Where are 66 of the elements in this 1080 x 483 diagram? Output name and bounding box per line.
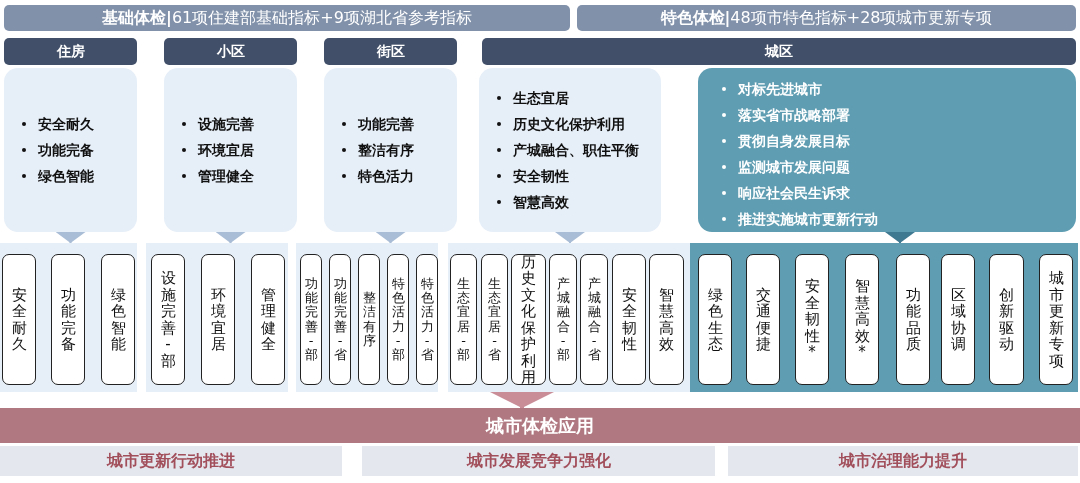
indicator-box: 功能完善-部 <box>300 254 322 385</box>
outcome-band: 城市治理能力提升 <box>728 446 1078 476</box>
indicator-panel <box>0 243 137 392</box>
bullet-item: 落实省市战略部署 <box>720 102 1076 128</box>
bullet-item: 整洁有序 <box>340 137 457 163</box>
outcome-band: 城市更新行动推进 <box>0 446 342 476</box>
indicator-panel <box>146 243 288 392</box>
bullet-card <box>479 68 661 232</box>
bullet-item: 特色活力 <box>340 163 457 189</box>
indicator-box: 区域协调 <box>941 254 975 385</box>
header-bar: 基础体检|61项住建部基础指标+9项湖北省参考指标 <box>4 5 570 31</box>
indicator-box: 安全韧性 <box>612 254 646 385</box>
indicator-box: 功能完备 <box>51 254 85 385</box>
category-header: 小区 <box>164 38 297 65</box>
bullet-item: 安全韧性 <box>495 163 661 189</box>
bullet-item: 功能完备 <box>20 137 137 163</box>
indicator-box: 智慧高效 <box>649 254 684 385</box>
bullet-item: 环境宜居 <box>180 137 297 163</box>
indicator-box: 安全韧性* <box>795 254 829 385</box>
application-bar: 城市体检应用 <box>0 408 1080 443</box>
bullet-item: 管理健全 <box>180 163 297 189</box>
indicator-box: 智慧高效* <box>845 254 879 385</box>
indicator-box: 管理健全 <box>251 254 285 385</box>
category-header: 街区 <box>324 38 457 65</box>
bullet-item: 生态宜居 <box>495 85 661 111</box>
bullet-item: 产城融合、职住平衡 <box>495 137 661 163</box>
indicator-panel <box>296 243 438 392</box>
bullet-item: 智慧高效 <box>495 189 661 215</box>
bullet-item: 贯彻自身发展目标 <box>720 128 1076 154</box>
indicator-box: 产城融合-省 <box>580 254 608 385</box>
bullet-item: 设施完善 <box>180 111 297 137</box>
indicator-panel <box>690 243 1078 392</box>
indicator-box: 生态宜居-部 <box>450 254 477 385</box>
bullet-card <box>698 68 1076 232</box>
bullet-card <box>164 68 297 232</box>
indicator-box: 特色活力-省 <box>416 254 438 385</box>
header-bar: 特色体检|48项市特色指标+28项城市更新专项 <box>577 5 1076 31</box>
indicator-box: 历史文化保护利用 <box>511 254 546 385</box>
indicator-box: 创新驱动 <box>989 254 1024 385</box>
indicator-box: 环境宜居 <box>201 254 235 385</box>
bullet-item: 安全耐久 <box>20 111 137 137</box>
bullet-card <box>4 68 137 232</box>
indicator-box: 绿色生态 <box>698 254 732 385</box>
indicator-box: 设施完善-部 <box>151 254 185 385</box>
category-header: 住房 <box>4 38 137 65</box>
indicator-box: 绿色智能 <box>101 254 135 385</box>
outcome-band: 城市发展竞争力强化 <box>362 446 715 476</box>
bullet-card <box>324 68 457 232</box>
bullet-item: 推进实施城市更新行动 <box>720 206 1076 232</box>
bullet-item: 功能完善 <box>340 111 457 137</box>
bullet-item: 绿色智能 <box>20 163 137 189</box>
indicator-box: 产城融合-部 <box>549 254 577 385</box>
indicator-panel <box>448 243 690 392</box>
indicator-box: 生态宜居-省 <box>481 254 508 385</box>
indicator-box: 特色活力-部 <box>387 254 409 385</box>
bullet-item: 监测城市发展问题 <box>720 154 1076 180</box>
bullet-item: 历史文化保护利用 <box>495 111 661 137</box>
indicator-box: 整洁有序 <box>358 254 380 385</box>
indicator-box: 功能完善-省 <box>329 254 351 385</box>
indicator-box: 安全耐久 <box>2 254 36 385</box>
indicator-box: 交通便捷 <box>746 254 780 385</box>
bullet-item: 对标先进城市 <box>720 76 1076 102</box>
category-header: 城区 <box>482 38 1076 65</box>
indicator-box: 城市更新专项 <box>1039 254 1073 385</box>
bullet-item: 响应社会民生诉求 <box>720 180 1076 206</box>
indicator-box: 功能品质 <box>896 254 930 385</box>
